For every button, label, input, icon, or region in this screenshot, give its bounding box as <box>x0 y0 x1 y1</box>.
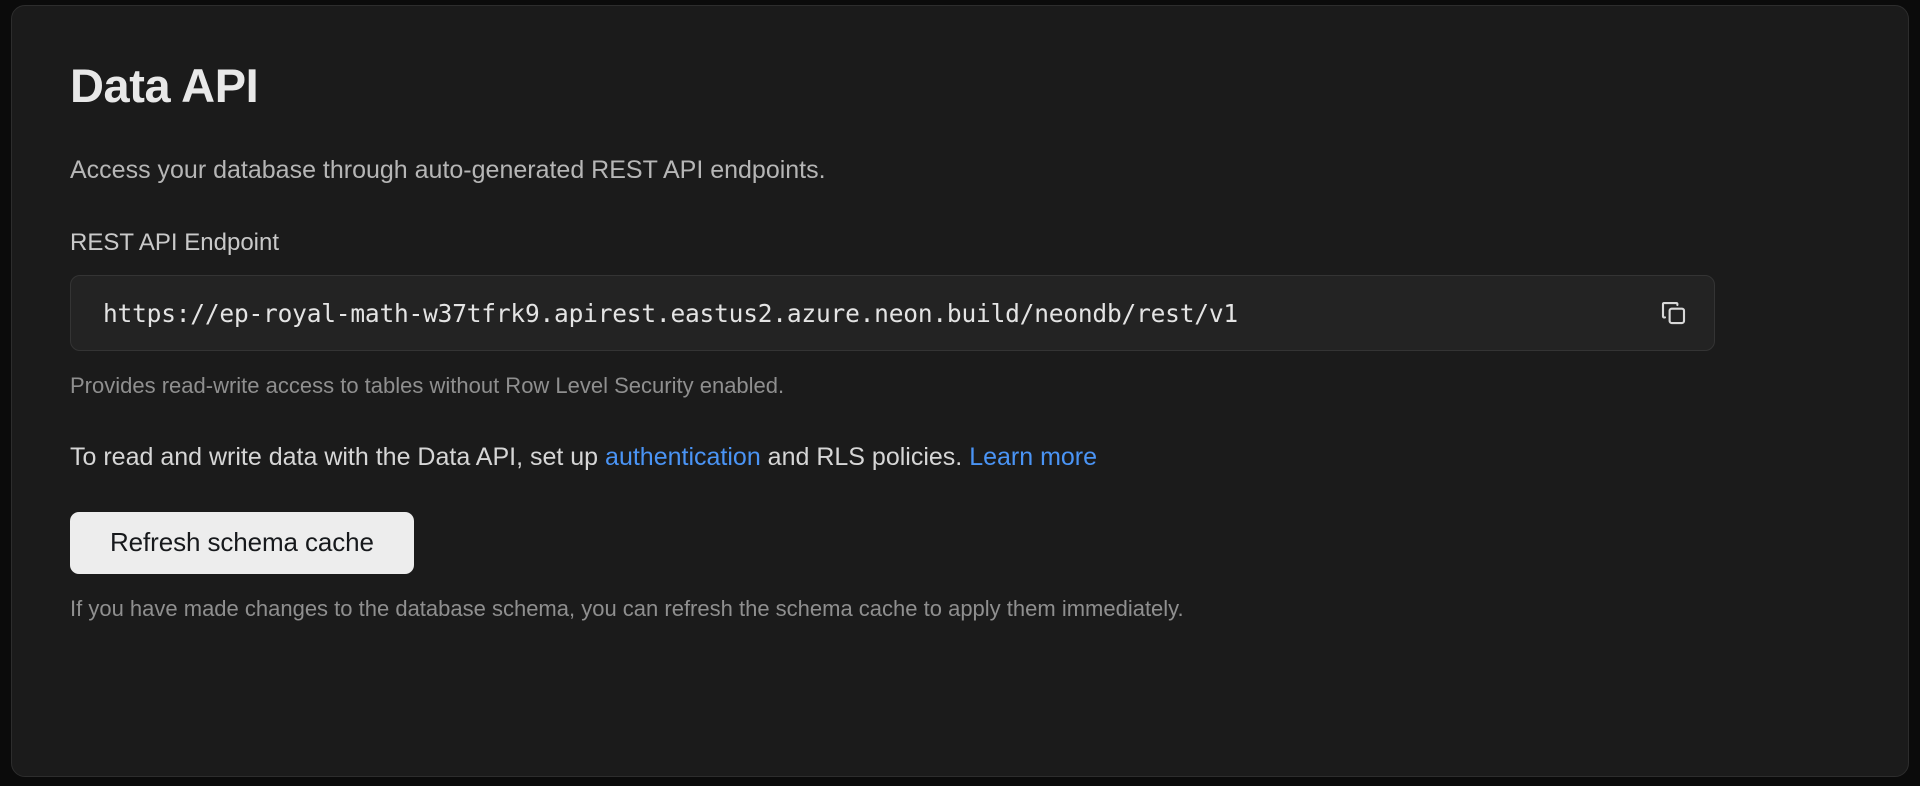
copy-icon <box>1659 298 1689 328</box>
rls-instruction-paragraph: To read and write data with the Data API… <box>70 442 1850 472</box>
authentication-link[interactable]: authentication <box>605 442 761 471</box>
learn-more-link[interactable]: Learn more <box>969 442 1098 471</box>
page-title: Data API <box>70 59 259 112</box>
refresh-schema-cache-button[interactable]: Refresh schema cache <box>70 511 414 574</box>
endpoint-helper-text: Provides read-write access to tables wit… <box>70 373 785 399</box>
paragraph-text-before: To read and write data with the Data API… <box>70 442 606 471</box>
copy-endpoint-button[interactable] <box>1644 276 1714 350</box>
refresh-footnote: If you have made changes to the database… <box>70 595 1184 621</box>
paragraph-text-middle: and RLS policies. <box>760 442 970 471</box>
rest-api-endpoint-field[interactable]: https://ep-royal-math-w37tfrk9.apirest.e… <box>70 275 1715 352</box>
rest-api-endpoint-value[interactable]: https://ep-royal-math-w37tfrk9.apirest.e… <box>103 298 1238 328</box>
rest-api-endpoint-label: REST API Endpoint <box>70 228 280 256</box>
data-api-card: Data API Access your database through au… <box>11 5 1909 777</box>
card-description: Access your database through auto-genera… <box>70 155 826 184</box>
